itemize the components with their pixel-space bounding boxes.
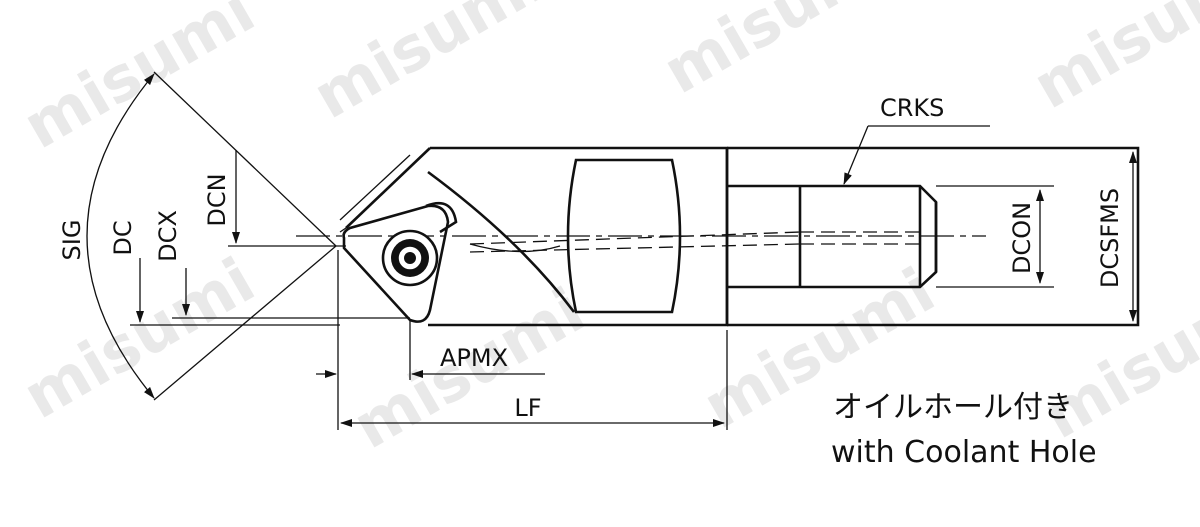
- shank-outline: [727, 146, 1140, 327]
- apmx-label: APMX: [440, 344, 508, 372]
- watermark-text: misumi: [651, 0, 906, 108]
- flute-curve: [469, 243, 561, 253]
- lf-label: LF: [514, 394, 541, 422]
- dim-apmx: APMX: [316, 250, 545, 430]
- watermark-text: misumi: [11, 0, 266, 163]
- dcon-label: DCON: [1008, 202, 1036, 274]
- dim-dcn: DCN: [203, 150, 346, 247]
- clamp-tip: [425, 201, 458, 234]
- watermark-text: misumi: [11, 243, 266, 433]
- dim-dcon: DCON: [936, 185, 1054, 288]
- sig-label: SIG: [58, 220, 86, 261]
- dim-dcsfms: DCSFMS: [1096, 151, 1137, 322]
- chip-flute: [427, 170, 576, 313]
- note-en: with Coolant Hole: [831, 435, 1097, 470]
- dim-dc: DC: [109, 220, 340, 326]
- dim-sig: SIG: [58, 71, 337, 401]
- coolant-note: オイルホール付き with Coolant Hole: [831, 390, 1097, 470]
- coolant-channel-2: [469, 243, 801, 253]
- dcn-label: DCN: [203, 173, 231, 226]
- dim-lf: LF: [340, 330, 728, 430]
- tool-body: [296, 146, 1140, 327]
- dim-dcx: DCX: [154, 210, 410, 319]
- head-top-edge: [345, 147, 431, 229]
- note-jp: オイルホール付き: [833, 390, 1073, 425]
- dcsfms-label: DCSFMS: [1096, 188, 1124, 288]
- watermark-text: misumi: [301, 0, 556, 133]
- dim-crks: CRKS: [843, 94, 990, 185]
- dcx-label: DCX: [154, 210, 182, 262]
- crks-label: CRKS: [880, 94, 944, 122]
- insert: [342, 204, 450, 323]
- watermark-text: misumi: [1021, 0, 1200, 123]
- dc-label: DC: [109, 220, 137, 255]
- sig-arc: [86, 73, 155, 399]
- clamp-window: [566, 158, 682, 314]
- coolant-channel-1: [469, 231, 801, 245]
